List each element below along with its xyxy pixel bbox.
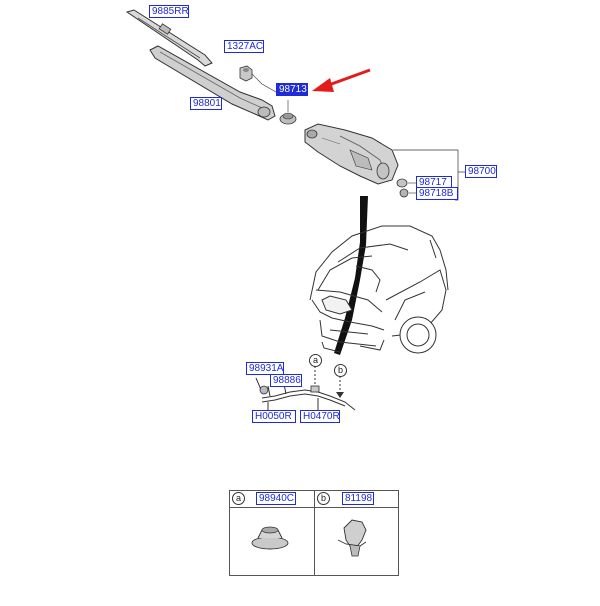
legend-part-b[interactable]: 81198: [342, 492, 374, 505]
legend-part-a-drawing: [251, 526, 289, 550]
callout-98700[interactable]: 98700: [465, 165, 497, 178]
vehicle-rear-view: [309, 225, 449, 354]
highlight-arrow-icon: [312, 68, 371, 92]
nut-part: [239, 65, 253, 82]
callout-1327ac[interactable]: 1327AC: [224, 40, 264, 53]
clip-part: [259, 385, 344, 398]
legend-column-divider: [314, 491, 315, 575]
legend-marker-a: a: [232, 492, 245, 505]
callout-h0470r[interactable]: H0470R: [300, 410, 340, 423]
callout-98801[interactable]: 98801: [190, 97, 222, 110]
callout-98717[interactable]: 98717: [416, 176, 452, 189]
legend-marker-b: b: [317, 492, 330, 505]
cap-part: [279, 112, 297, 125]
location-pointer-icon: [334, 196, 368, 355]
marker-a: a: [309, 354, 322, 367]
legend-part-a[interactable]: 98940C: [256, 492, 296, 505]
callout-98718b[interactable]: 98718B: [416, 187, 458, 200]
legend-part-b-drawing: [337, 519, 367, 557]
wiper-motor: [304, 123, 399, 185]
callout-9885rr[interactable]: 9885RR: [149, 5, 189, 18]
callout-h0050r[interactable]: H0050R: [252, 410, 296, 423]
callout-98713[interactable]: 98713: [276, 83, 308, 96]
callout-98886[interactable]: 98886: [270, 374, 302, 387]
wiper-blade: [125, 9, 213, 67]
parts-legend: [229, 490, 399, 576]
callout-98931a[interactable]: 98931A: [246, 362, 284, 375]
wiper-arm: [149, 45, 276, 121]
marker-b: b: [334, 364, 347, 377]
